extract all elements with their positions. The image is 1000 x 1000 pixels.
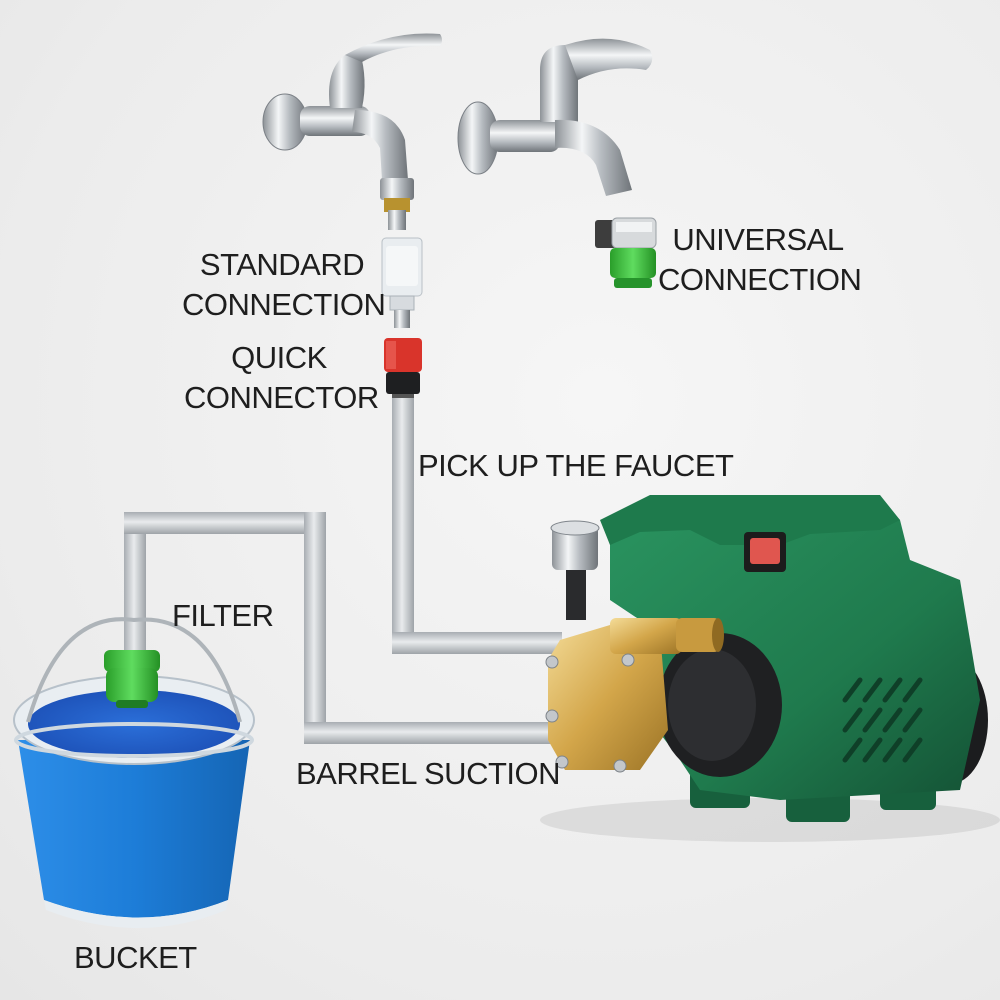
label-quick-connector: QUICK CONNECTOR bbox=[184, 338, 379, 418]
label-universal-connection-line2: CONNECTION bbox=[658, 262, 862, 297]
label-standard-connection-line2: CONNECTION bbox=[182, 287, 386, 322]
bucket bbox=[13, 617, 255, 928]
faucet-left bbox=[262, 33, 442, 230]
standard-connector bbox=[381, 237, 423, 328]
barrel-suction-pipe bbox=[124, 512, 562, 744]
label-universal-connection-line1: UNIVERSAL bbox=[672, 222, 844, 257]
faucet-inlet-pipe bbox=[392, 398, 562, 654]
filter-fitting bbox=[104, 650, 160, 708]
label-barrel-suction: BARREL SUCTION bbox=[296, 756, 561, 791]
universal-connector bbox=[595, 217, 657, 288]
label-bucket: BUCKET bbox=[74, 940, 197, 975]
label-pick-up-faucet: PICK UP THE FAUCET bbox=[418, 448, 734, 483]
label-universal-connection: UNIVERSAL CONNECTION bbox=[658, 220, 862, 300]
pressure-pump bbox=[540, 495, 1000, 842]
label-filter: FILTER bbox=[172, 598, 274, 633]
faucet-right bbox=[457, 38, 653, 196]
label-standard-connection: STANDARD CONNECTION bbox=[182, 245, 386, 325]
label-quick-connector-line1: QUICK bbox=[231, 340, 327, 375]
red-quick-connector bbox=[384, 338, 422, 400]
label-standard-connection-line1: STANDARD bbox=[199, 247, 365, 282]
label-quick-connector-line2: CONNECTOR bbox=[184, 380, 379, 415]
